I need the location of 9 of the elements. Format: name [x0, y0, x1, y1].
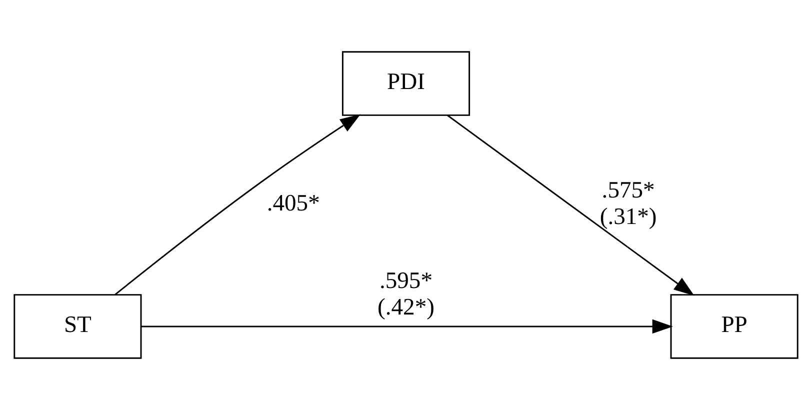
arrow	[141, 319, 673, 334]
node-box: PP	[670, 294, 798, 359]
edge-label: .575* (.31*)	[600, 177, 657, 230]
arrow	[114, 114, 361, 296]
edge-label: .405*	[266, 190, 320, 217]
edge-label: .595* (.42*)	[378, 268, 434, 320]
node-box: PDI	[342, 51, 470, 116]
node-box: ST	[14, 294, 142, 359]
arrow	[447, 114, 694, 296]
